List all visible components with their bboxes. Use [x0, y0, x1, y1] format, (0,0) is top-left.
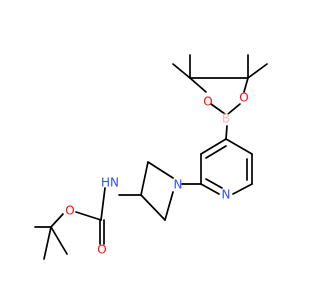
structure-diagram: O O B N N HN O O	[34, 54, 268, 260]
atom-labels: O O B N N HN O O	[65, 91, 248, 257]
atom-o-boronate-right: O	[239, 91, 248, 105]
bond	[43, 226, 52, 260]
bond	[189, 77, 207, 93]
atom-o-boronate-left: O	[203, 95, 212, 109]
bond	[164, 191, 174, 221]
bond	[100, 187, 106, 221]
bond	[225, 125, 228, 140]
bond	[225, 138, 253, 155]
bond	[140, 194, 166, 221]
bonds	[34, 54, 268, 260]
bond	[172, 63, 191, 79]
bond	[140, 161, 149, 196]
bond	[243, 77, 249, 93]
bond	[232, 183, 253, 195]
bond	[50, 226, 68, 255]
bond	[200, 138, 227, 155]
bond	[50, 213, 64, 228]
bond	[205, 145, 227, 159]
atom-o-ether: O	[65, 204, 74, 218]
bond	[210, 103, 226, 115]
bond	[227, 103, 241, 115]
bond	[75, 211, 102, 221]
atom-o-carbonyl: O	[97, 243, 106, 257]
bond	[205, 178, 223, 189]
atom-n-pyrrolidine: N	[174, 178, 183, 192]
atom-nh-carbamate: HN	[101, 176, 119, 190]
atom-n-pyridine: N	[222, 188, 231, 202]
bond	[200, 183, 220, 195]
bond	[247, 63, 268, 79]
bond	[147, 161, 174, 179]
atom-boron: B	[222, 112, 230, 126]
